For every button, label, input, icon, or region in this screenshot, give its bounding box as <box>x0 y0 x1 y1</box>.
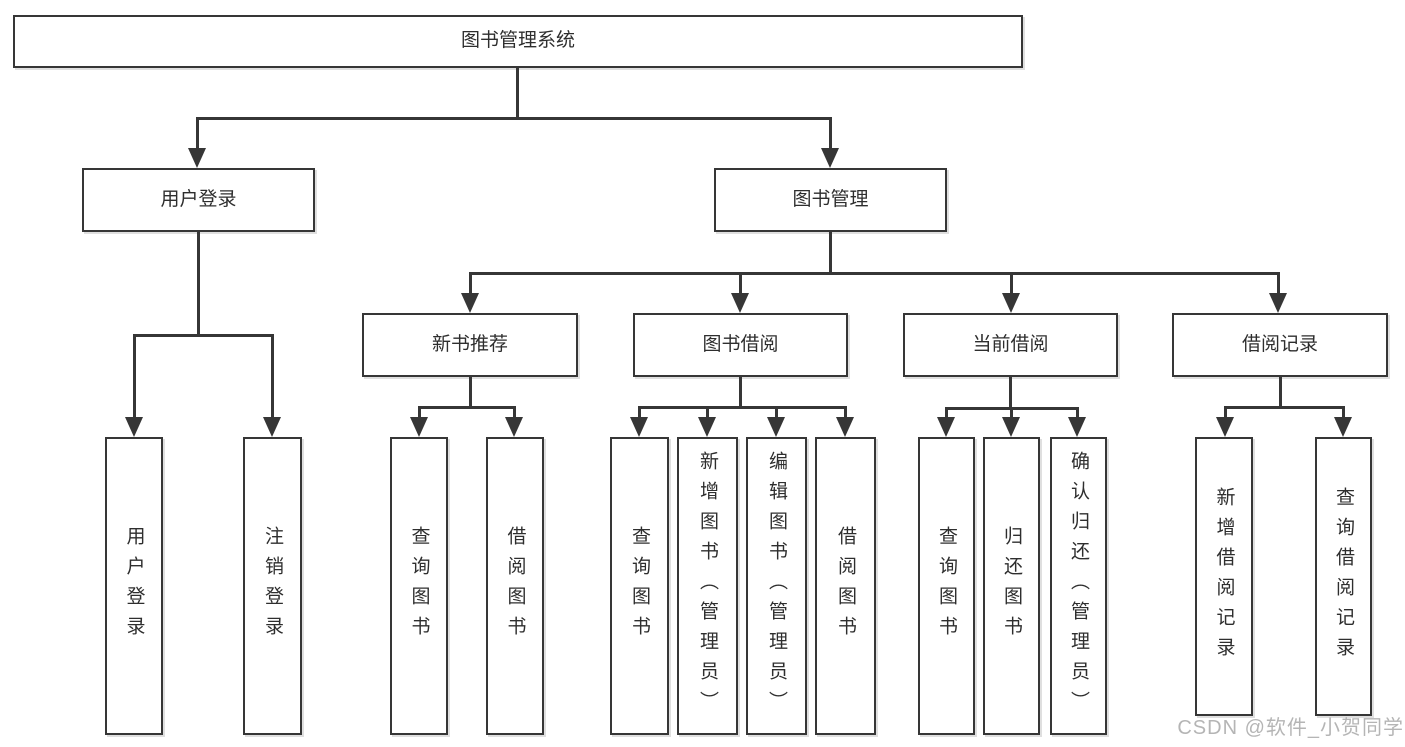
leaf-borrow-books-recommend: 借阅图书 <box>486 437 544 735</box>
connector-drop <box>1010 272 1013 295</box>
arrow-down-icon <box>505 417 523 437</box>
connector-stem <box>1279 377 1282 408</box>
arrow-down-icon <box>821 148 839 168</box>
arrow-down-icon <box>731 293 749 313</box>
connector-user-login-drop <box>196 117 199 151</box>
arrow-down-icon <box>1068 417 1086 437</box>
arrow-down-icon <box>1216 417 1234 437</box>
connector-drop <box>1010 407 1013 419</box>
arrow-down-icon <box>767 417 785 437</box>
connector-stem <box>739 377 742 408</box>
arrow-down-icon <box>1269 293 1287 313</box>
leaf-logout: 注销登录 <box>243 437 302 735</box>
connector-drop <box>706 406 709 419</box>
node-library-management-system: 图书管理系统 <box>13 15 1023 68</box>
connector-branch <box>418 406 516 409</box>
connector-drop <box>1342 406 1345 419</box>
node-borrowing-records: 借阅记录 <box>1172 313 1388 377</box>
connector-drop <box>638 406 641 419</box>
connector-root-stem <box>516 68 519 119</box>
arrow-down-icon <box>461 293 479 313</box>
leaf-edit-book-admin: 编辑图书（管理员） <box>746 437 807 735</box>
node-book-borrowing: 图书借阅 <box>633 313 848 377</box>
arrow-down-icon <box>1002 293 1020 313</box>
connector-stem <box>469 377 472 408</box>
arrow-down-icon <box>263 417 281 437</box>
node-new-book-recommendation: 新书推荐 <box>362 313 578 377</box>
leaf-query-books-recommend: 查询图书 <box>390 437 448 735</box>
connector-user-login-stem <box>197 232 200 336</box>
connector-book-mgmt-branch <box>469 272 1279 275</box>
connector-drop <box>1224 406 1227 419</box>
connector-branch <box>1224 406 1344 409</box>
connector-drop <box>739 272 742 295</box>
connector-branch <box>638 406 847 409</box>
arrow-down-icon <box>937 417 955 437</box>
connector-drop <box>271 334 274 418</box>
connector-drop <box>844 406 847 419</box>
connector-drop <box>1076 407 1079 419</box>
connector-drop <box>513 406 516 419</box>
connector-drop <box>775 406 778 419</box>
leaf-return-books: 归还图书 <box>983 437 1040 735</box>
leaf-user-login: 用户登录 <box>105 437 163 735</box>
arrow-down-icon <box>410 417 428 437</box>
leaf-confirm-return-admin: 确认归还（管理员） <box>1050 437 1107 735</box>
arrow-down-icon <box>188 148 206 168</box>
arrow-down-icon <box>1334 417 1352 437</box>
connector-drop <box>418 406 421 419</box>
connector-book-mgmt-stem <box>829 232 832 274</box>
connector-drop <box>133 334 136 418</box>
connector-root-branch <box>196 117 832 120</box>
watermark: CSDN @软件_小贺同学 <box>1177 717 1404 739</box>
leaf-add-borrow-record: 新增借阅记录 <box>1195 437 1253 716</box>
arrow-down-icon <box>1002 417 1020 437</box>
connector-book-mgmt-drop <box>829 117 832 151</box>
connector-drop <box>945 407 948 419</box>
connector-stem <box>1009 377 1012 409</box>
arrow-down-icon <box>698 417 716 437</box>
arrow-down-icon <box>836 417 854 437</box>
connector-drop <box>1277 272 1280 295</box>
arrow-down-icon <box>125 417 143 437</box>
leaf-add-book-admin: 新增图书（管理员） <box>677 437 738 735</box>
leaf-query-books-current: 查询图书 <box>918 437 975 735</box>
connector-drop <box>469 272 472 295</box>
leaf-query-books-borrowing: 查询图书 <box>610 437 669 735</box>
node-user-login: 用户登录 <box>82 168 315 232</box>
leaf-borrow-books: 借阅图书 <box>815 437 876 735</box>
leaf-query-borrow-record: 查询借阅记录 <box>1315 437 1372 716</box>
node-current-borrowing: 当前借阅 <box>903 313 1118 377</box>
node-book-management: 图书管理 <box>714 168 947 232</box>
arrow-down-icon <box>630 417 648 437</box>
connector-user-login-branch <box>133 334 274 337</box>
